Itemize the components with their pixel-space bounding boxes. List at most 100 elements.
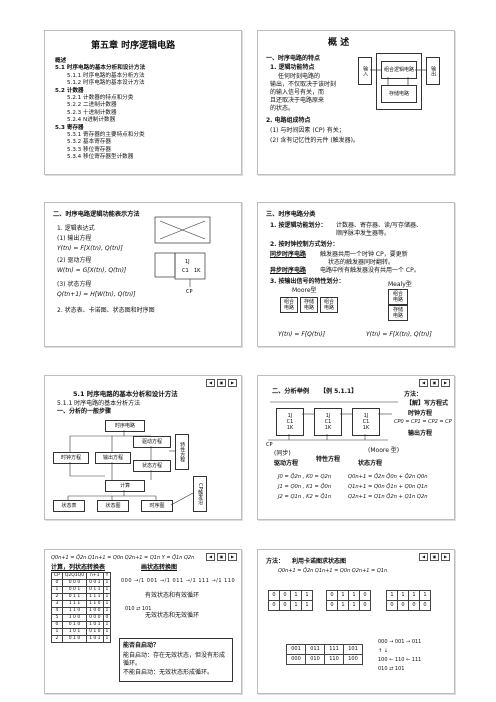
table-cell: 1 0 0 (86, 607, 104, 615)
text: 状态的触发器同时翻转。 (328, 259, 395, 266)
point-heading: (2) 驱动方程 (57, 257, 92, 264)
toc-item: 5.2.1 计数器的特点和分类 (67, 95, 134, 102)
svg-text:1K: 1K (194, 268, 201, 274)
toc-item: 5.1.2 时序电路的基本设计方法 (67, 80, 145, 87)
table-cell: 1 1 1 (86, 593, 104, 601)
calc-label: 计算，列状态转换表 (51, 564, 106, 571)
table-cell: 1 0 1 (61, 628, 88, 636)
table-cell: 0 (51, 621, 63, 629)
home-icon[interactable]: ▣ (217, 379, 226, 387)
table-cell: 1 (102, 621, 112, 629)
table-cell: 1 (102, 579, 112, 587)
flow-node: 时钟方程 (53, 452, 89, 464)
slide-nav[interactable]: ◀▣▶ (206, 379, 237, 387)
slide-analysis-steps: ◀▣▶ 5.1 时序电路的基本分析和设计方法 5.1.1 时序电路的基本分析方法… (44, 375, 242, 520)
sync-note: (同步) (274, 450, 291, 457)
slide-nav[interactable]: ◀▣▶ (419, 379, 450, 387)
table-cell: 2 (51, 635, 63, 643)
equation: Q(tn+1) = H[W(tn), Q(tn)] (57, 291, 136, 298)
home-icon[interactable]: ▣ (430, 379, 439, 387)
state-equations: Q0n+1 = Q̄2n Q1n+1 = Q0n Q2n+1 = Q1n Y =… (51, 555, 195, 561)
prev-icon[interactable]: ◀ (206, 553, 215, 561)
prev-icon[interactable]: ◀ (206, 379, 215, 387)
slide-title: 概 述 (328, 38, 350, 48)
text: 电路中所有触发器没有共用一个 CP。 (320, 267, 420, 274)
slide-title: 5.1 时序电路的基本分析和设计方法 (73, 390, 178, 398)
point-heading: 1. 逻辑表达式 (57, 225, 95, 232)
text: 触发器共用一个时钟 CP，要更新 (320, 251, 408, 258)
table-cell: 0 0 1 (61, 586, 88, 594)
moore-block: 组合电路 (320, 297, 338, 313)
slide-kmap: ◀▣▶ 方法： 利用卡诺图求状态图 Q0n+1 = Q̄2n Q1n+1 = Q… (257, 549, 455, 694)
block-diagram-lines (370, 69, 426, 85)
home-icon[interactable]: ▣ (217, 553, 226, 561)
sub-heading: 5.1.1 时序电路的基本分析方法 (57, 400, 141, 407)
svg-text:CP: CP (186, 289, 193, 295)
invalid-cycle: 010 ⇄ 101 (125, 606, 152, 612)
table-cell: 1 0 1 (86, 635, 104, 643)
slide-overview: 概 述 一、时序电路的特点 1. 逻辑功能特点 任何时刻电路的 输出，不仅取决于… (257, 30, 455, 175)
toc-item: 5.3.2 基本寄存器 (67, 139, 111, 146)
next-icon[interactable]: ▶ (441, 379, 450, 387)
prev-icon[interactable]: ◀ (419, 553, 428, 561)
method-desc: 利用卡诺图求状态图 (292, 558, 347, 565)
point-heading: (1) 输出方程 (57, 235, 92, 242)
table-cell: 1 (102, 586, 112, 594)
valid-cycle-note: 有效状态和有效循环 (145, 592, 200, 599)
flow-node: 驱动方程 (133, 436, 171, 448)
table-header: CP (51, 572, 63, 580)
slide-nav[interactable]: ◀▣▶ (206, 553, 237, 561)
storage-box: 存储电路 (381, 85, 417, 103)
table-header: Q2Q1Q0 (61, 572, 88, 580)
svg-text:CP: CP (266, 442, 273, 448)
text: (2) 含有记忆性的元件 (触发器)。 (270, 137, 359, 144)
prev-icon[interactable]: ◀ (419, 379, 428, 387)
table-cell: 0 0 0 (86, 614, 104, 622)
self-start-question: 能否自启动？ (123, 642, 160, 649)
section-heading: 一、分析的一般步骤 (57, 408, 112, 415)
section-heading: 三、时序电路分类 (266, 211, 316, 218)
input-box: 输入 (358, 57, 372, 85)
next-icon[interactable]: ▶ (228, 379, 237, 387)
method-label: 方法： (266, 558, 285, 565)
flow-node: CP触发沿 (193, 476, 207, 512)
drive-eq-label: 驱动方程 (274, 460, 299, 467)
next-icon[interactable]: ▶ (228, 553, 237, 561)
flow-node: 状态方程 (133, 460, 171, 472)
self-start-yes: 能自启动：存在无效状态，但没有形成循环。 (123, 652, 226, 667)
slide-nav[interactable]: ◀▣▶ (419, 553, 450, 561)
svg-text:1J: 1J (185, 259, 190, 265)
svg-text:C1: C1 (182, 268, 189, 274)
flow-node: 计算 (105, 480, 145, 492)
point-heading: 2. 电路组成特点 (266, 117, 311, 124)
text: 的状态。 (270, 105, 295, 112)
table-cell: 5 (51, 614, 63, 622)
next-icon[interactable]: ▶ (441, 553, 450, 561)
toc-item: 5.3.4 移位寄存器型计数器 (67, 154, 134, 161)
table-cell: 1 (51, 628, 63, 636)
text: 顺序脉冲发生器等。 (336, 230, 391, 237)
step-label: 【解】写方程式 (406, 400, 449, 407)
moore-block: 存储电路 (300, 297, 318, 313)
table-cell: 0 1 1 (61, 593, 88, 601)
table-cell: 0 0 1 (86, 579, 104, 587)
section-heading: 二、分析举例 (272, 388, 310, 395)
table-header: Y (102, 572, 112, 580)
toc-item: 概述 (55, 58, 67, 64)
table-cell: 1 (102, 628, 112, 636)
table-cell: 1 (102, 600, 112, 608)
section-heading: 一、时序电路的特点 (266, 55, 321, 62)
home-icon[interactable]: ▣ (430, 553, 439, 561)
mealy-block: 组合电路 (388, 289, 408, 305)
table-cell: 1 (102, 593, 112, 601)
